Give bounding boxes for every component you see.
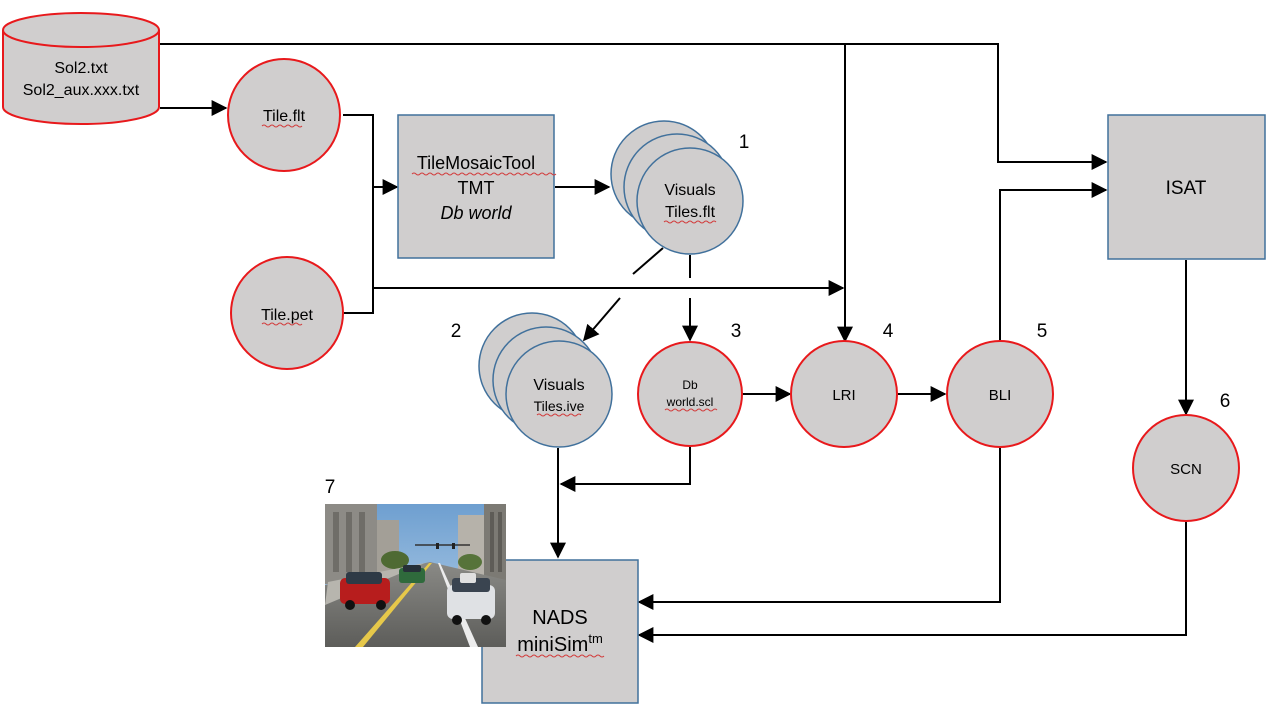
tmt-db-world: Db world	[440, 203, 512, 223]
bli-node: BLI 5	[946, 321, 1054, 448]
red-car	[340, 572, 390, 610]
tmt-box: TileMosaicTool TMT Db world	[397, 114, 555, 259]
visuals-ive-file: Tiles.ive	[534, 398, 585, 414]
connector-visuals-diagonal-a	[632, 247, 664, 275]
visuals-flt-file: Tiles.flt	[665, 204, 716, 221]
source-file-label: Sol2.txt	[54, 60, 108, 77]
db-file-label: world.scl	[666, 395, 714, 409]
isat-box: ISAT	[1107, 114, 1266, 260]
green-car	[399, 565, 425, 583]
step-3-label: 3	[731, 321, 742, 342]
source-cylinder: Sol2.txt Sol2_aux.xxx.txt	[1, 12, 160, 125]
tile-pet-label: Tile.pet	[261, 307, 313, 324]
db-label: Db	[682, 378, 698, 392]
step-6-label: 6	[1220, 391, 1231, 412]
visuals-ive-stack: Visuals Tiles.ive 2	[451, 312, 613, 448]
simulation-screenshot: 7	[325, 477, 506, 647]
connector-tileflt-bus	[343, 114, 374, 314]
scn-node: SCN 6	[1132, 391, 1240, 522]
connector-visuals-diagonal-b	[582, 297, 621, 342]
nads-box: NADS miniSimtm	[481, 559, 639, 704]
source-aux-file-label: Sol2_aux.xxx.txt	[23, 82, 140, 99]
spellcheck-underlines	[261, 124, 718, 658]
db-scl-node: Db world.scl 3	[637, 321, 743, 447]
minisim-label: miniSimtm	[517, 631, 603, 656]
visuals-ive-label: Visuals	[533, 377, 584, 394]
scn-label: SCN	[1170, 461, 1202, 478]
step-5-label: 5	[1037, 321, 1048, 342]
bli-label: BLI	[989, 387, 1012, 404]
tmt-abbrev: TMT	[458, 178, 495, 198]
lri-label: LRI	[832, 387, 855, 404]
far-car	[460, 573, 476, 583]
isat-label: ISAT	[1166, 178, 1207, 199]
step-2-label: 2	[451, 321, 462, 342]
lri-node: LRI 4	[790, 321, 898, 448]
connector-bli-to-nads	[637, 447, 1001, 610]
connectors	[160, 43, 1194, 643]
step-1-label: 1	[739, 132, 750, 153]
minisim-superscript: tm	[588, 631, 602, 646]
step-4-label: 4	[883, 321, 894, 342]
tmt-title: TileMosaicTool	[417, 153, 535, 173]
tile-flt-label: Tile.flt	[263, 108, 306, 125]
connector-bli-to-isat	[999, 182, 1108, 341]
connector-scn-to-nads	[637, 522, 1187, 643]
nads-label: NADS	[532, 607, 588, 629]
connector-db-to-ive-line	[559, 447, 691, 492]
visuals-flt-label: Visuals	[664, 182, 715, 199]
step-7-label: 7	[325, 477, 336, 498]
visuals-flt-stack: Visuals Tiles.flt 1	[610, 120, 750, 255]
tile-pet-node: Tile.pet	[230, 256, 344, 370]
white-car	[447, 578, 495, 625]
tile-flt-node: Tile.flt	[227, 58, 341, 172]
connector-source-to-isat	[160, 43, 1108, 170]
minisim-text: miniSim	[517, 634, 588, 656]
